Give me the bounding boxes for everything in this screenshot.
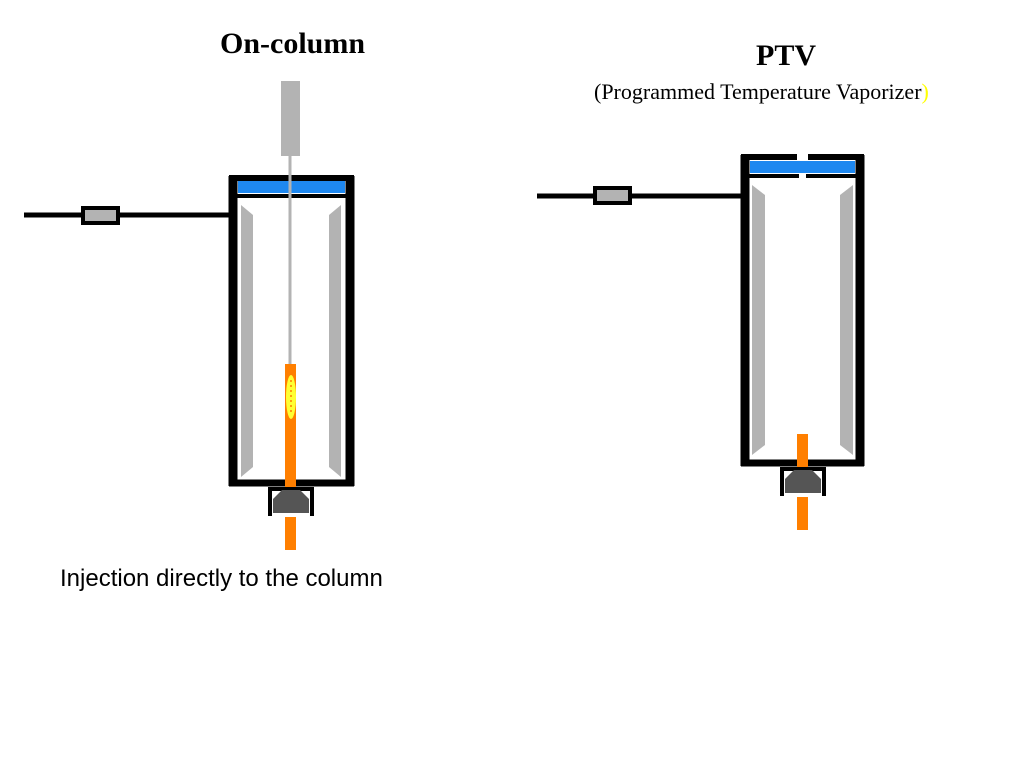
ptv-subtitle-close-paren: ) — [921, 79, 929, 104]
ptv-liner-right — [840, 185, 853, 455]
ptv-nut — [780, 467, 826, 496]
ptv-injector — [537, 154, 865, 530]
on-column-liner-right — [329, 205, 341, 477]
on-column-ferrule — [273, 490, 309, 513]
ptv-column-inside — [797, 434, 808, 474]
on-column-column-outside — [285, 517, 296, 550]
on-column-flow-controller — [81, 206, 120, 225]
ptv-column-outside — [797, 497, 808, 530]
ptv-subtitle-text: (Programmed Temperature Vaporizer — [594, 79, 922, 104]
ptv-liner-left — [752, 185, 765, 455]
on-column-column-inside — [285, 364, 296, 492]
ptv-ferrule — [785, 470, 821, 493]
ptv-subtitle: (Programmed Temperature Vaporizer) — [594, 78, 929, 106]
on-column-nut — [268, 487, 314, 516]
on-column-title: On-column — [220, 27, 366, 60]
ptv-flow-controller — [593, 186, 632, 205]
ptv-septum — [750, 161, 855, 173]
on-column-syringe-barrel — [281, 81, 300, 156]
ptv-title: PTV — [756, 39, 816, 72]
on-column-injector — [24, 81, 355, 550]
on-column-caption: Injection directly to the column — [60, 565, 383, 592]
on-column-liner-left — [241, 205, 253, 477]
